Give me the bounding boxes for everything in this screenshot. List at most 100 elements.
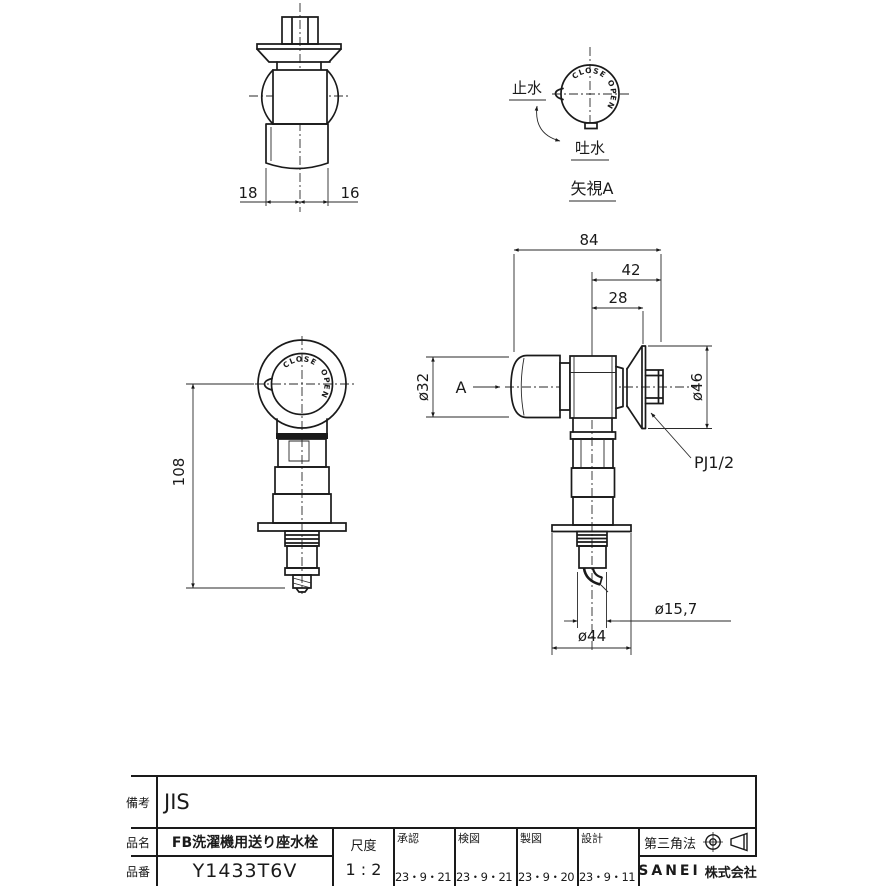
product-name-value: FB洗濯機用送り座水栓 bbox=[171, 835, 319, 851]
ridged-connector-outline bbox=[576, 530, 608, 547]
dim-extension-lines bbox=[426, 356, 509, 418]
check-date: 23・9・21 bbox=[456, 870, 513, 884]
top-view: 18 16 bbox=[238, 3, 360, 212]
spout-cylinder-outline bbox=[578, 545, 607, 569]
pipe-middle-outline bbox=[570, 467, 616, 498]
dim-28-label: 28 bbox=[608, 289, 627, 307]
projection-cell: 第三角法 bbox=[644, 829, 756, 855]
table-border bbox=[332, 827, 334, 886]
product-number-label: 品番 bbox=[125, 864, 150, 879]
svg-text:OPEN: OPEN bbox=[319, 368, 332, 400]
outlet-cone-outline bbox=[626, 345, 647, 430]
table-border bbox=[638, 827, 640, 886]
scale-cell: 尺度 1 : 2 bbox=[334, 829, 393, 885]
flange-plate-outline bbox=[256, 43, 342, 50]
product-name-label: 品名 bbox=[125, 835, 150, 850]
spout-elbow-inner bbox=[591, 567, 603, 579]
drafting-cell: 製図 23・9・20 bbox=[518, 829, 576, 885]
handle-dome-line bbox=[520, 357, 525, 416]
body-recess-outline bbox=[288, 440, 310, 462]
knob-sphere-outline bbox=[260, 69, 340, 125]
table-border bbox=[131, 775, 757, 777]
check-cell: 検図 23・9・21 bbox=[456, 829, 515, 885]
dim-42-label: 42 bbox=[621, 261, 640, 279]
pipe-inner-lines bbox=[580, 439, 605, 468]
valve-body-outline bbox=[569, 355, 617, 419]
dim-dia32-label: ø32 bbox=[414, 373, 432, 401]
knob-nub-outline bbox=[554, 87, 564, 101]
table-border bbox=[131, 827, 757, 829]
dim-dia46-label: ø46 bbox=[688, 373, 706, 401]
pipe-lower-outline bbox=[572, 496, 614, 526]
approval-cell: 承認 23・9・21 bbox=[395, 829, 454, 885]
remarks-value: JIS bbox=[164, 790, 190, 814]
table-border bbox=[639, 855, 757, 857]
scale-value: 1 : 2 bbox=[345, 860, 382, 879]
company-name-jp: 株式会社 bbox=[704, 865, 757, 881]
knob-open-label: OPEN bbox=[319, 368, 331, 400]
table-border bbox=[755, 775, 757, 857]
dim-extension-lines bbox=[551, 533, 632, 655]
drawing-views: 18 16 CLOSE OPEN 止水 吐水 矢視A CLOSE OPEN bbox=[170, 3, 734, 655]
design-date: 23・9・11 bbox=[579, 870, 636, 884]
spout-elbow-outer bbox=[582, 567, 601, 586]
spout-elbow-cap bbox=[599, 576, 603, 586]
dim-dia44-label: ø44 bbox=[578, 627, 606, 645]
flange-skirt-outline bbox=[256, 48, 342, 63]
knob-face-circle bbox=[270, 352, 334, 416]
drafting-label: 製図 bbox=[520, 832, 542, 845]
table-border bbox=[131, 855, 333, 857]
knob-skirt-outline bbox=[276, 418, 328, 434]
handle-hub-outline bbox=[559, 362, 571, 411]
thread-hatch bbox=[292, 577, 312, 589]
table-border bbox=[516, 827, 518, 886]
mount-flange-outline bbox=[257, 522, 347, 532]
dim-extension-lines bbox=[648, 345, 712, 429]
thread-leader-line bbox=[650, 412, 692, 459]
section-a-label: A bbox=[456, 378, 467, 397]
handle-outline bbox=[510, 354, 561, 419]
centerline bbox=[552, 47, 629, 131]
body-cylinder-outline bbox=[265, 123, 329, 170]
company-name-en: SANEI bbox=[638, 863, 701, 879]
view-a-title: 矢視A bbox=[571, 179, 614, 198]
front-view: CLOSE OPEN 108 bbox=[170, 336, 356, 594]
table-border bbox=[156, 775, 158, 886]
company-cell: SANEI 株式会社 bbox=[638, 857, 757, 885]
dim-84-label: 84 bbox=[579, 231, 598, 249]
check-label: 検図 bbox=[458, 832, 480, 845]
drafting-date: 23・9・20 bbox=[518, 870, 575, 884]
neck-outline bbox=[276, 61, 322, 71]
valve-body-lines bbox=[570, 356, 616, 418]
dim-108-label: 108 bbox=[170, 458, 188, 487]
side-view: 84 42 28 ø32 A ø46 PJ bbox=[414, 231, 734, 655]
third-angle-projection-icon bbox=[703, 832, 748, 852]
dim-extension-lines bbox=[513, 254, 662, 352]
rotation-arrow bbox=[534, 105, 561, 142]
knob-outer-circle bbox=[257, 339, 347, 429]
pipe-segment-outline bbox=[572, 417, 613, 433]
approval-label: 承認 bbox=[397, 832, 419, 845]
remarks-label: 備考 bbox=[125, 795, 150, 810]
approval-date: 23・9・21 bbox=[395, 870, 452, 884]
dim-extension-lines bbox=[577, 572, 607, 628]
outlet-nut-outline bbox=[644, 369, 664, 405]
outlet-neck-outline bbox=[615, 365, 628, 410]
dim-extension-lines bbox=[186, 383, 285, 589]
table-border bbox=[454, 827, 456, 886]
projection-label: 第三角法 bbox=[644, 836, 697, 852]
ridged-connector-outline bbox=[284, 530, 320, 547]
table-border bbox=[393, 827, 395, 886]
stem-cylinder-outline bbox=[272, 69, 328, 125]
product-number-value: Y1433T6V bbox=[192, 860, 298, 882]
design-label: 設計 bbox=[581, 832, 603, 845]
thread-label: PJ1/2 bbox=[694, 453, 734, 472]
bonnet-band bbox=[276, 433, 328, 439]
dim-16-label: 16 bbox=[340, 184, 359, 202]
base-flange-outline bbox=[551, 524, 632, 533]
stop-water-label: 止水 bbox=[512, 79, 542, 97]
table-border bbox=[577, 827, 579, 886]
design-cell: 設計 23・9・11 bbox=[579, 829, 637, 885]
pipe-lip-outline bbox=[569, 431, 617, 440]
